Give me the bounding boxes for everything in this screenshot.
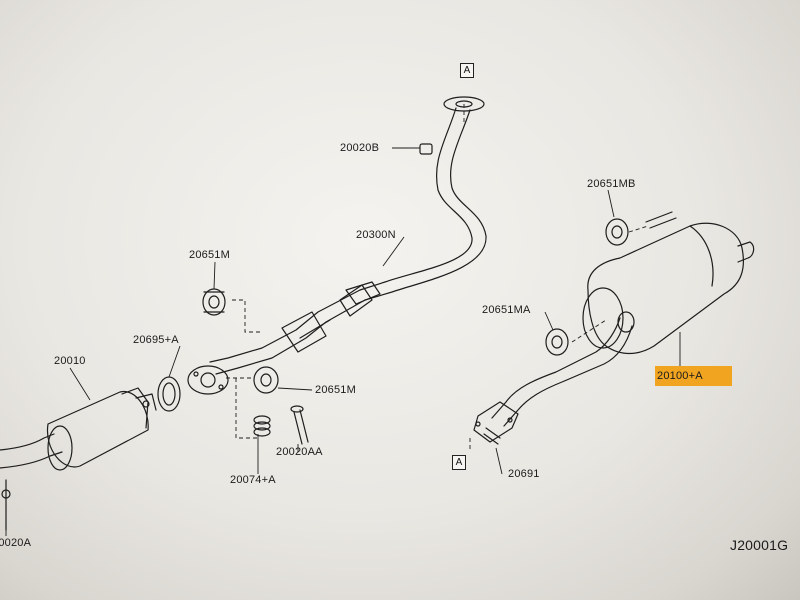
label-20651ma: 20651MA	[482, 304, 531, 316]
label-20695a: 20695+A	[133, 334, 179, 346]
label-20074a: 20074+A	[230, 474, 276, 486]
catalytic-converter-drawing	[0, 387, 157, 531]
label-20020aa: 20020AA	[276, 446, 323, 458]
label-20651mb: 20651MB	[587, 178, 636, 190]
label-20010: 20010	[54, 355, 86, 367]
part-highlight	[655, 366, 732, 386]
label-20651m-bottom: 20651M	[315, 384, 356, 396]
label-20651m-top: 20651M	[189, 249, 230, 261]
label-20020b: 20020B	[340, 142, 380, 154]
ref-marker-a-top: A	[460, 63, 474, 78]
label-20020a: 20020A	[0, 537, 32, 549]
diagram-code: J20001G	[730, 537, 789, 553]
gasket-drawing	[157, 376, 181, 412]
muffler-drawing	[473, 211, 755, 445]
insulator-drawings	[202, 218, 629, 394]
label-20300n: 20300N	[356, 229, 396, 241]
spring-bolt-drawing	[253, 405, 309, 445]
label-20100a: 20100+A	[657, 370, 703, 382]
ref-marker-a-bottom: A	[452, 455, 466, 470]
front-tube-drawing	[187, 96, 487, 395]
label-20691: 20691	[508, 468, 540, 480]
